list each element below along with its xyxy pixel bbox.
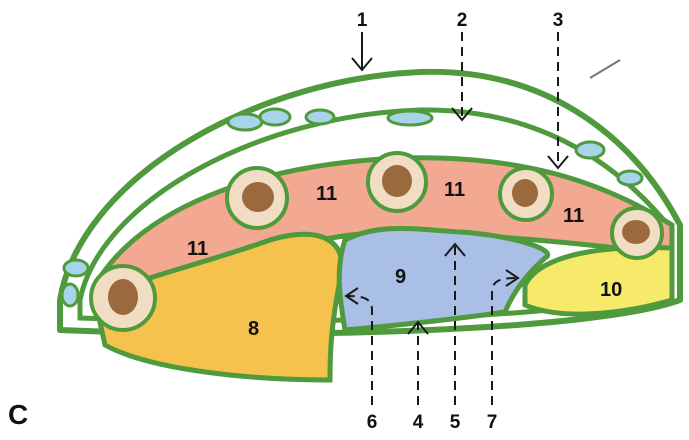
callout-6: 6 — [367, 412, 378, 433]
region-label-11: 11 — [187, 238, 208, 260]
callout-5: 5 — [450, 412, 461, 433]
cell — [612, 208, 662, 258]
cell — [91, 266, 155, 330]
cell — [227, 168, 287, 228]
vesicle — [388, 111, 432, 125]
cell — [500, 168, 552, 220]
callout-3: 3 — [553, 10, 564, 31]
figure-letter: C — [8, 399, 28, 430]
vesicle — [260, 109, 290, 125]
vesicle — [228, 114, 262, 130]
callout-7: 7 — [487, 412, 498, 433]
region-label-11: 11 — [563, 205, 584, 227]
vesicle — [62, 284, 78, 306]
cell — [368, 153, 426, 211]
region-label-9: 9 — [395, 266, 406, 288]
callout-1: 1 — [357, 10, 368, 31]
vesicle — [618, 171, 642, 185]
callout-2: 2 — [457, 10, 468, 31]
region-label-11: 11 — [444, 179, 465, 201]
vesicle — [576, 142, 604, 158]
region-label-11: 11 — [316, 183, 337, 205]
region-label-10: 10 — [600, 279, 622, 301]
scan-mark — [590, 60, 620, 78]
callout-4: 4 — [413, 412, 424, 433]
vesicle — [306, 110, 334, 124]
vesicle — [64, 260, 88, 276]
region-label-8: 8 — [248, 318, 259, 340]
